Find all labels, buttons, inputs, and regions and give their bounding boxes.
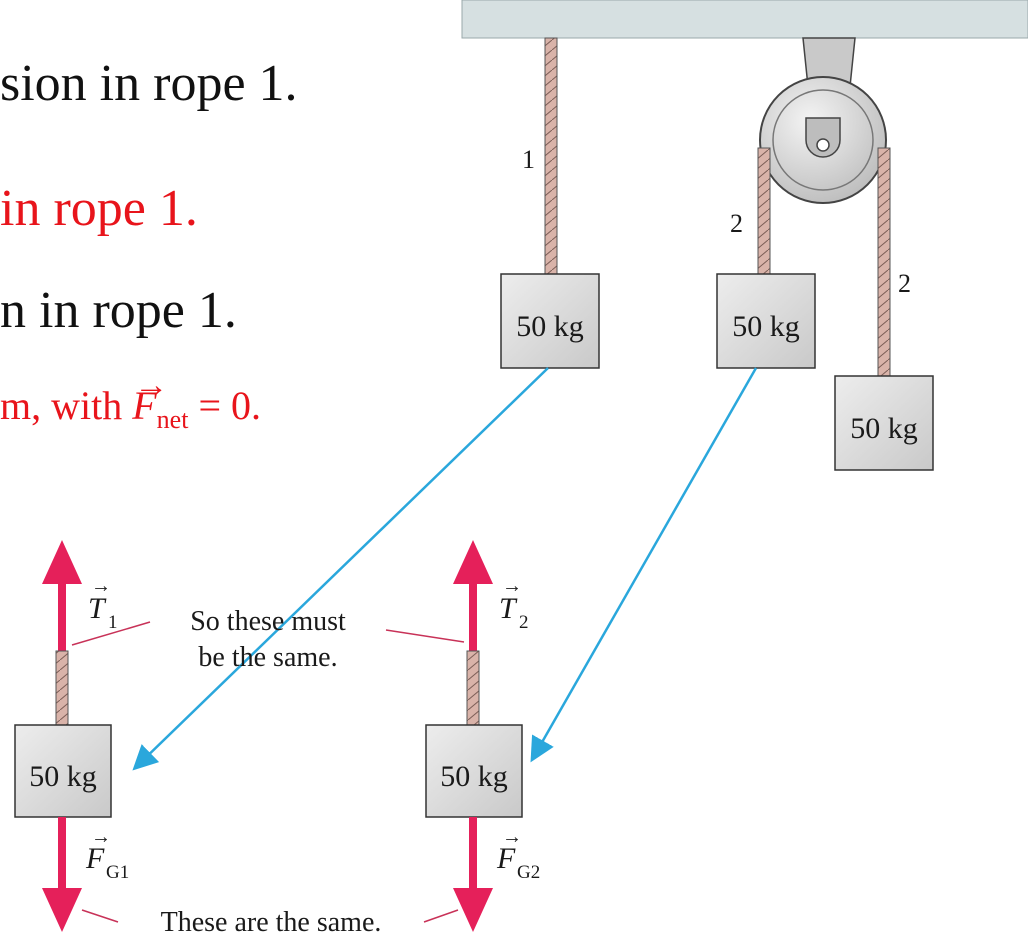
fg2-subscript: G2 <box>517 862 540 883</box>
fg1-subscript: G1 <box>106 862 129 883</box>
rope-2-left <box>757 147 771 275</box>
annotation-leader-left-top <box>71 621 151 646</box>
weight-arrow-2-head <box>453 888 493 932</box>
rope-1-label: 1 <box>522 145 535 174</box>
block-rope-2-right <box>834 375 934 471</box>
t1-symbol: T <box>88 592 107 625</box>
pulley-axle <box>816 138 830 152</box>
rope-segment-2 <box>466 650 480 726</box>
fbd-block-1-label: 50 kg <box>29 760 97 793</box>
annotation-leader-right-bottom <box>423 909 459 923</box>
rope-2-left-label: 2 <box>730 209 743 238</box>
line4-suffix: = 0. <box>188 383 261 428</box>
slide-text-line-4: m, with →Fnet = 0. <box>0 369 261 433</box>
fbd-block-2 <box>425 724 523 818</box>
rope-2-right-label: 2 <box>898 269 911 298</box>
fnet-letter: F <box>132 383 157 428</box>
annotation-bottom: These are the same. <box>161 907 382 937</box>
block-rope-2-right-label: 50 kg <box>850 412 918 445</box>
t1-subscript: 1 <box>108 612 118 633</box>
block-rope-2-left-label: 50 kg <box>732 310 800 343</box>
fg1-symbol: F <box>85 842 105 875</box>
fg2-vector-arrow-icon: → <box>502 826 522 848</box>
rope-2-right <box>877 147 891 377</box>
weight-arrow-1-head <box>42 888 82 932</box>
tension-arrow-2-head <box>453 540 493 584</box>
block-rope-1-label: 50 kg <box>516 310 584 343</box>
pulley-inner-ring <box>772 89 874 191</box>
fbd-block-2-label: 50 kg <box>440 760 508 793</box>
annotation-leader-right-top <box>385 629 465 643</box>
pointer-arrow-2 <box>530 367 758 763</box>
block-rope-2-left <box>716 273 816 369</box>
fbd-block-1 <box>14 724 112 818</box>
fg1-vector-arrow-icon: → <box>91 826 111 848</box>
t2-subscript: 2 <box>519 612 529 633</box>
t2-symbol: T <box>499 592 518 625</box>
fnet-subscript: net <box>156 405 189 434</box>
t2-vector-arrow-icon: → <box>502 575 522 597</box>
slide-text-line-1: sion in rope 1. <box>0 55 298 112</box>
rope-1 <box>544 37 558 275</box>
pulley-hub <box>805 117 841 158</box>
slide-text-line-2: in rope 1. <box>0 180 198 237</box>
ceiling <box>461 0 1028 39</box>
fg2-symbol: F <box>496 842 516 875</box>
line4-prefix: m, with <box>0 383 133 428</box>
t1-vector-arrow-icon: → <box>91 575 111 597</box>
slide-text-line-3: n in rope 1. <box>0 282 237 339</box>
tension-arrow-1-head <box>42 540 82 584</box>
annotation-top-line-1: So these must <box>190 606 346 637</box>
pointer-arrow-1 <box>132 367 549 771</box>
block-rope-1 <box>500 273 600 369</box>
fnet-symbol: →Fnet <box>132 369 188 433</box>
annotation-top-line-2: be the same. <box>198 642 337 673</box>
vector-arrow-icon: → <box>134 367 169 404</box>
rope-segment-1 <box>55 650 69 726</box>
annotation-leader-left-bottom <box>81 909 119 923</box>
